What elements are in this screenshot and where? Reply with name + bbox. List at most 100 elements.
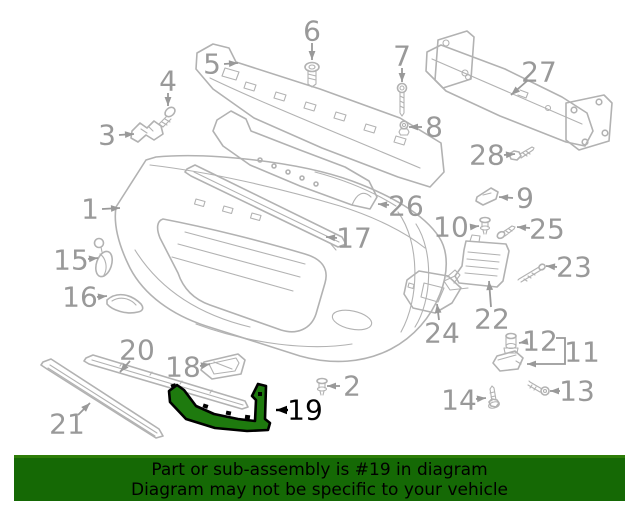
callout-8[interactable]: 8 — [409, 111, 443, 144]
callout-label-5: 5 — [203, 48, 221, 81]
hook — [351, 192, 372, 206]
callout-17[interactable]: 17 — [325, 222, 372, 255]
callout-label-15: 15 — [53, 244, 89, 277]
cap — [479, 216, 491, 224]
link — [100, 246, 103, 253]
part-4-screw[interactable] — [158, 105, 177, 128]
callout-18[interactable]: 18 — [165, 351, 211, 384]
part-2-clip[interactable] — [316, 377, 328, 396]
callout-27[interactable]: 27 — [510, 56, 557, 96]
callout-9[interactable]: 9 — [498, 182, 534, 215]
part-1-bumper-cover[interactable] — [114, 154, 448, 363]
part-25-screw[interactable] — [496, 225, 516, 240]
part-19-lower-molding-highlighted[interactable] — [167, 382, 272, 433]
stem — [482, 229, 488, 235]
part-12-retainer[interactable] — [503, 332, 519, 354]
head — [164, 106, 176, 118]
callout-label-20: 20 — [119, 334, 155, 367]
part-16-cover[interactable] — [106, 293, 144, 314]
arrowhead-icon — [519, 338, 529, 345]
callout-14[interactable]: 14 — [441, 384, 487, 417]
part-18-bezel[interactable] — [200, 353, 246, 380]
plate-holes — [570, 98, 609, 146]
callout-layer: 1234567891011121314151617181920212223242… — [49, 15, 600, 441]
part-13-screw[interactable] — [527, 380, 550, 396]
callout-7[interactable]: 7 — [393, 40, 411, 83]
detail — [47, 364, 158, 437]
banner-line1: Part or sub-assembly is #19 in diagram — [151, 459, 488, 480]
part-8-nut[interactable] — [398, 120, 410, 136]
part-23-screw[interactable] — [517, 263, 546, 283]
outline — [167, 382, 272, 433]
grille-slats — [171, 231, 306, 292]
callout-21[interactable]: 21 — [49, 402, 91, 441]
callout-28[interactable]: 28 — [469, 139, 516, 172]
part-27-impact-beam[interactable] — [425, 30, 613, 151]
outline — [475, 187, 499, 206]
part-15-tow-hook-cover[interactable] — [93, 237, 115, 279]
callout-5[interactable]: 5 — [203, 48, 239, 81]
part-9-bracket[interactable] — [475, 187, 499, 206]
outline — [195, 43, 445, 188]
head — [304, 61, 320, 73]
callout-15[interactable]: 15 — [53, 244, 99, 277]
callout-24[interactable]: 24 — [424, 303, 460, 350]
arrowhead-icon — [398, 73, 406, 82]
part-28-bolt[interactable] — [508, 146, 535, 161]
arrowhead-icon — [476, 395, 486, 403]
callout-label-14: 14 — [441, 384, 477, 417]
center — [401, 122, 407, 128]
callout-1[interactable]: 1 — [81, 193, 121, 226]
arrowhead-icon — [546, 263, 556, 271]
callout-3[interactable]: 3 — [98, 119, 135, 152]
callout-20[interactable]: 20 — [119, 334, 155, 373]
part-26-rail[interactable] — [212, 110, 378, 210]
part-10-clip[interactable] — [479, 216, 491, 235]
arrowhead-icon — [486, 281, 494, 291]
part-14-bolt[interactable] — [488, 385, 500, 409]
part-7-bolt[interactable] — [396, 82, 408, 117]
outline — [200, 353, 246, 380]
hole — [442, 39, 450, 47]
part-21-strip[interactable] — [40, 358, 164, 439]
callout-11[interactable]: 11 — [527, 336, 600, 369]
callout-label-26: 26 — [388, 190, 424, 223]
part-6-screw[interactable] — [304, 61, 320, 88]
part-20-strip[interactable] — [83, 354, 249, 410]
callout-label-11: 11 — [564, 336, 600, 369]
hole — [464, 73, 472, 81]
callout-label-16: 16 — [62, 281, 98, 314]
callout-label-12: 12 — [522, 325, 558, 358]
callout-label-23: 23 — [556, 251, 592, 284]
part-17-molding-strip[interactable] — [184, 164, 347, 251]
callout-16[interactable]: 16 — [62, 281, 108, 314]
part-3-bracket[interactable] — [130, 120, 164, 143]
head-center — [542, 388, 548, 394]
part-24-bracket[interactable] — [403, 269, 462, 314]
callout-label-17: 17 — [336, 222, 372, 255]
arrowhead-icon — [527, 360, 536, 368]
callout-10[interactable]: 10 — [433, 211, 480, 244]
detail — [99, 253, 107, 276]
part-11-sensor[interactable] — [492, 350, 524, 372]
body — [505, 335, 517, 347]
callout-19[interactable]: 19 — [276, 394, 323, 427]
holes — [221, 67, 407, 146]
callout-6[interactable]: 6 — [303, 15, 321, 61]
callout-23[interactable]: 23 — [545, 251, 592, 284]
part-5-upper-rail[interactable] — [195, 43, 445, 188]
arrowhead-icon — [327, 382, 336, 390]
shank — [519, 146, 535, 159]
callout-26[interactable]: 26 — [377, 190, 424, 223]
callout-25[interactable]: 25 — [516, 213, 565, 246]
callout-12[interactable]: 12 — [518, 325, 558, 358]
part-22-bracket[interactable] — [443, 234, 510, 291]
callout-22[interactable]: 22 — [474, 280, 510, 336]
callout-2[interactable]: 2 — [327, 370, 361, 403]
callout-13[interactable]: 13 — [550, 375, 595, 408]
washer — [399, 120, 409, 130]
callout-4[interactable]: 4 — [159, 65, 177, 107]
arrowhead-icon — [517, 224, 527, 232]
callout-label-13: 13 — [559, 375, 595, 408]
